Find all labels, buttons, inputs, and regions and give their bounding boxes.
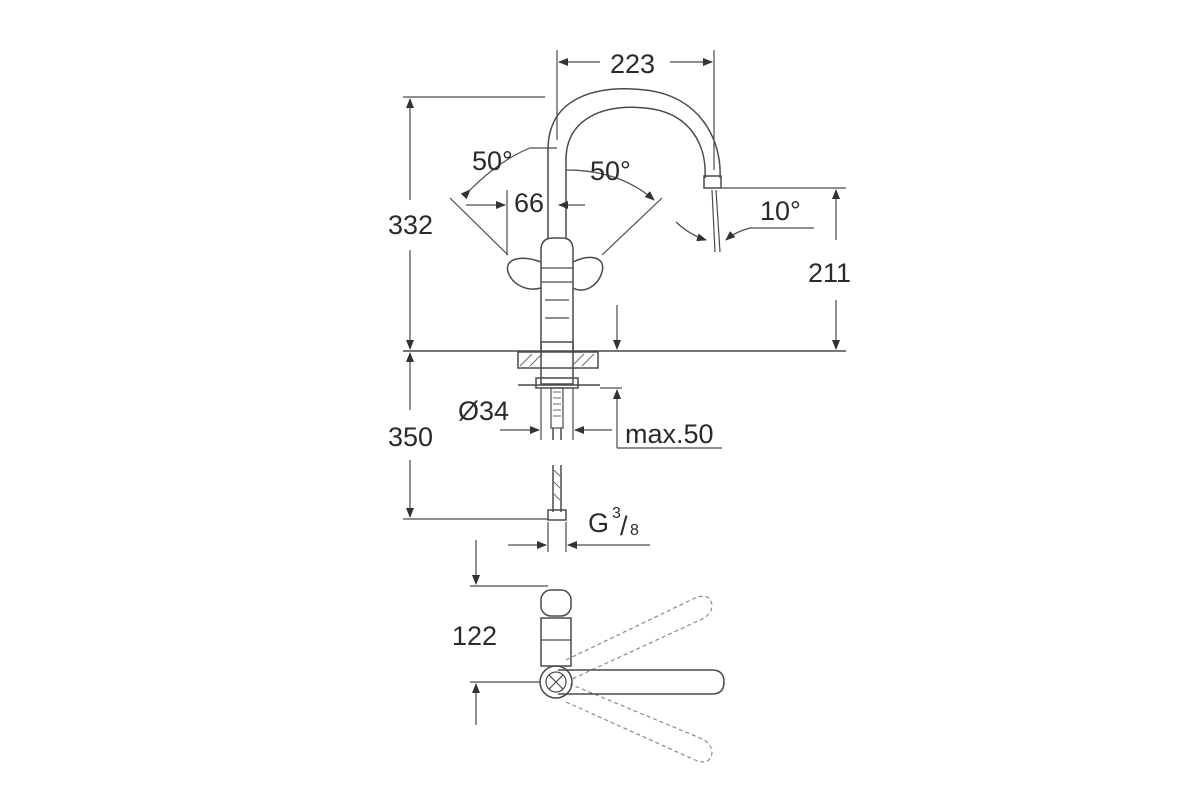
dim-223: 223 (556, 49, 715, 170)
spout-angle-label: 10° (760, 196, 801, 226)
dim-10: 10° (675, 196, 814, 242)
max-deck-thickness-label: max.50 (625, 419, 714, 449)
thread-main-label: G (588, 508, 609, 538)
spout-reach-label: 223 (610, 49, 655, 79)
handle-angle-right-label: 50° (590, 156, 631, 186)
dim-350: 350 (388, 352, 548, 520)
dim-50-right: 50° (565, 156, 663, 256)
shank-diameter-label: Ø34 (458, 396, 509, 426)
dim-d34: Ø34 (458, 388, 612, 440)
dim-thread: G 3 / 8 (508, 505, 650, 552)
overall-height-label: 332 (388, 210, 433, 240)
dim-122: 122 (452, 540, 548, 725)
dim-211: 211 (722, 187, 851, 350)
dim-66: 66 (466, 188, 585, 255)
handle-spacing-label: 66 (514, 188, 544, 218)
thread-denominator-label: 8 (630, 522, 639, 539)
spout-height-label: 211 (808, 258, 851, 288)
svg-text:/: / (620, 511, 628, 541)
below-deck-length-label: 350 (388, 422, 433, 452)
top-view-depth-label: 122 (452, 621, 497, 651)
deck-section (403, 341, 846, 521)
thread-numerator-label: 3 (612, 505, 621, 522)
dim-max50: max.50 (600, 305, 722, 449)
handle-angle-left-label: 50° (472, 146, 513, 176)
faucet-top-view (539, 589, 725, 763)
dim-332: 332 (388, 96, 545, 350)
dim-50-left: 50° (449, 146, 557, 256)
faucet-side-view (506, 88, 722, 350)
